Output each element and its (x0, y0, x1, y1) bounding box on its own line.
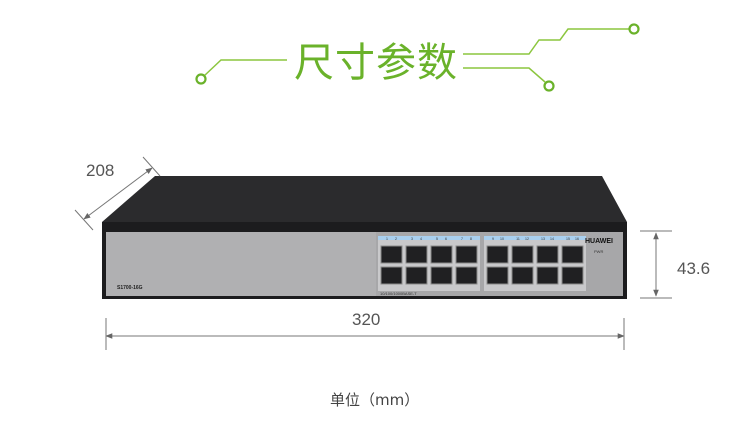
port-number: 5 (436, 237, 438, 241)
port-number-strip (378, 236, 480, 240)
port-number-strip (484, 236, 586, 240)
ethernet-port[interactable] (455, 266, 478, 285)
port-number: 8 (470, 237, 472, 241)
section-title: 尺寸参数 (294, 40, 458, 86)
port-number: 2 (395, 237, 397, 241)
ethernet-port[interactable] (486, 266, 509, 285)
port-number: 11 (516, 237, 520, 241)
dimension-lines (74, 156, 672, 350)
width-label: 320 (352, 310, 381, 329)
height-label: 43.6 (677, 259, 711, 278)
ethernet-port[interactable] (430, 266, 453, 285)
ethernet-port[interactable] (380, 245, 403, 264)
ethernet-port[interactable] (561, 245, 584, 264)
port-number: 15 (566, 237, 570, 241)
port-number: 16 (575, 237, 579, 241)
port-number: 7 (461, 237, 463, 241)
ethernet-port[interactable] (405, 245, 428, 264)
port-number: 13 (541, 237, 545, 241)
port-number: 3 (411, 237, 413, 241)
brand-logo: HUAWEI (585, 238, 613, 245)
ethernet-port[interactable] (380, 266, 403, 285)
model-label: S1700-16G (117, 285, 143, 291)
ethernet-port[interactable] (511, 245, 534, 264)
port-number: 6 (445, 237, 447, 241)
ethernet-port[interactable] (536, 266, 559, 285)
port-number: 12 (525, 237, 529, 241)
port-number: 10 (500, 237, 504, 241)
port-number: 9 (492, 237, 494, 241)
port-number: 1 (386, 237, 388, 241)
port-number: 14 (550, 237, 554, 241)
port-number: 4 (420, 237, 422, 241)
port-type-label: 10/100/1000BASE-T (380, 291, 417, 296)
ethernet-port[interactable] (430, 245, 453, 264)
unit-label: 单位（mm） (330, 391, 420, 409)
ethernet-port[interactable] (511, 266, 534, 285)
ethernet-port[interactable] (536, 245, 559, 264)
power-label: PWR (594, 249, 604, 254)
ethernet-port[interactable] (455, 245, 478, 264)
title-decoration (195, 23, 640, 92)
depth-label: 208 (86, 161, 115, 180)
ethernet-port[interactable] (561, 266, 584, 285)
ethernet-port[interactable] (486, 245, 509, 264)
ethernet-port[interactable] (405, 266, 428, 285)
